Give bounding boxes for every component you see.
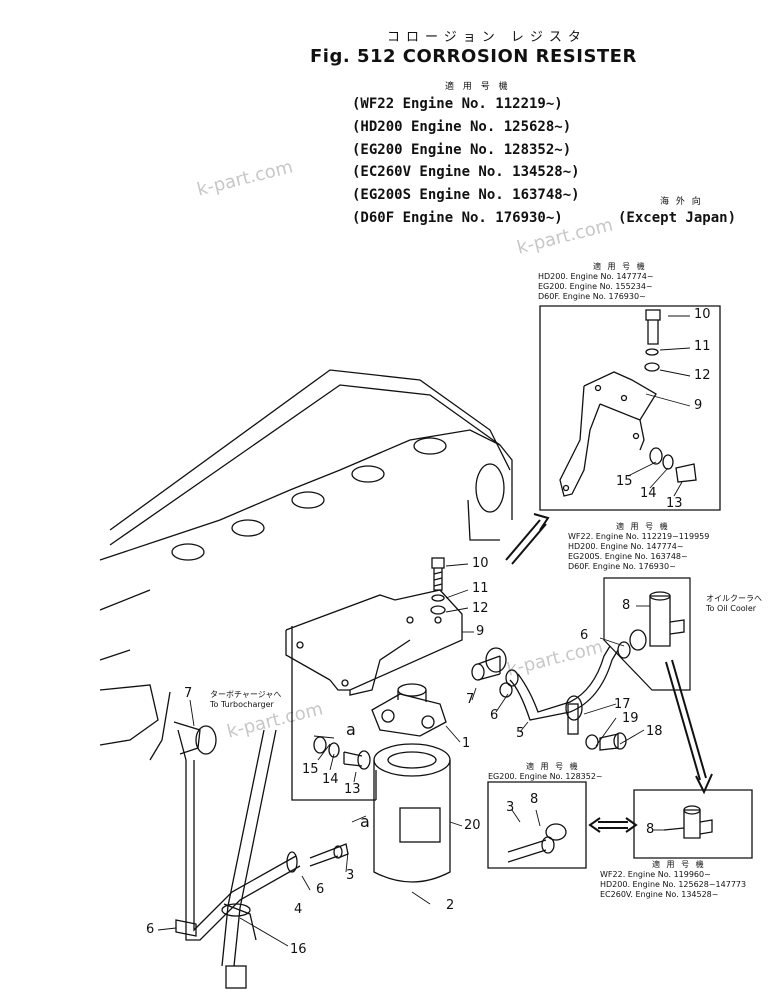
clamp-part-6 — [499, 682, 513, 698]
top-box-note: 適 用 号 機 HD200. Engine No. 147774~ EG200.… — [538, 262, 654, 301]
part-label-a: a — [360, 812, 370, 831]
part-label-11: 11 — [472, 581, 489, 596]
engine-edge — [149, 691, 171, 761]
washer-part-14 — [328, 742, 340, 758]
part-label-5: 5 — [516, 726, 525, 741]
except-japan-label: (Except Japan) — [618, 210, 737, 226]
washer-part-15 — [313, 736, 327, 754]
turbo-label: ターボチャージャへ To Turbocharger — [210, 690, 282, 709]
applicability-line: (EG200 Engine No. 128352~) — [352, 142, 572, 158]
part-label-9: 9 — [694, 398, 703, 413]
cylinder-head-hole — [231, 519, 265, 537]
oil-cooler-label: オイルクーラへ To Oil Cooler — [706, 594, 762, 613]
applicability-line: (EC260V Engine No. 134528~) — [352, 164, 580, 180]
bottom-mid-detail-box — [487, 781, 587, 869]
part-label-10: 10 — [694, 307, 711, 322]
applicability-line: (EG200S Engine No. 163748~) — [352, 187, 580, 203]
part-label-6: 6 — [490, 708, 499, 723]
washer-part-19 — [585, 734, 599, 750]
part-label-7: 7 — [184, 686, 193, 701]
turbo-pipe-part-4 — [185, 729, 301, 989]
part-label-6: 6 — [316, 882, 325, 897]
except-jp-label: 海 外 向 — [660, 197, 703, 207]
cylinder-head-hole — [351, 465, 385, 483]
part-label-12: 12 — [472, 601, 489, 616]
bottom-right-detail-box — [633, 789, 753, 859]
part-label-14: 14 — [322, 772, 339, 787]
part-label-14: 14 — [640, 486, 657, 501]
part-label-16: 16 — [290, 942, 307, 957]
applicability-line: (HD200 Engine No. 125628~) — [352, 119, 572, 135]
part-label-a: a — [346, 720, 356, 739]
part-label-7: 7 — [466, 692, 475, 707]
part-label-3: 3 — [506, 800, 515, 815]
part-label-20: 20 — [464, 818, 481, 833]
part-label-6: 6 — [580, 628, 589, 643]
part-label-6: 6 — [146, 922, 155, 937]
part-label-18: 18 — [646, 724, 663, 739]
washer-part-12 — [430, 605, 446, 615]
part-label-2: 2 — [446, 898, 455, 913]
leader-lines — [157, 315, 691, 947]
mid-right-detail-box — [603, 577, 691, 691]
main-assembly-box — [291, 626, 376, 801]
elbow-part-7-left — [173, 721, 217, 761]
cylinder-head-hole — [291, 491, 325, 509]
cylinder-head-hole — [171, 543, 205, 561]
bolt-part-13 — [343, 750, 371, 770]
part-label-19: 19 — [622, 711, 639, 726]
connector-arrows — [505, 513, 713, 833]
part-label-8: 8 — [646, 822, 655, 837]
cylinder-head-hole — [413, 437, 447, 455]
lock-washer-part-11 — [431, 594, 445, 602]
bottom-mid-note: 適 用 号 機 EG200. Engine No. 128352~ — [488, 762, 603, 781]
part-label-10: 10 — [472, 556, 489, 571]
part-label-9: 9 — [476, 624, 485, 639]
part-label-3: 3 — [346, 868, 355, 883]
bracket-part-9 — [285, 589, 463, 696]
applicability-jp-label: 適 用 号 機 — [445, 82, 511, 92]
engine-block — [99, 369, 513, 746]
top-right-detail-box — [539, 305, 721, 511]
clamp-part-16 — [221, 903, 257, 941]
part-label-17: 17 — [614, 697, 631, 712]
filter-element-part-2 — [373, 743, 451, 883]
cylinder-head-hole — [475, 463, 505, 513]
part-label-8: 8 — [530, 792, 539, 807]
japanese-title: コロージョン レジスタ — [387, 30, 587, 45]
part-label-13: 13 — [666, 496, 683, 511]
part-label-15: 15 — [302, 762, 319, 777]
filter-head-part-1 — [371, 683, 447, 737]
mid-box-note: 適 用 号 機 WF22. Engine No. 112219~119959 H… — [568, 522, 710, 571]
part-label-8: 8 — [622, 598, 631, 613]
part-label-13: 13 — [344, 782, 361, 797]
part-label-12: 12 — [694, 368, 711, 383]
fitting-part-3 — [309, 843, 349, 867]
part-label-11: 11 — [694, 339, 711, 354]
hose-part-5 — [505, 641, 631, 735]
figure-title: Fig. 512 CORROSION RESISTER — [310, 46, 637, 67]
part-label-15: 15 — [616, 474, 633, 489]
part-label-4: 4 — [294, 902, 303, 917]
part-label-1: 1 — [462, 736, 471, 751]
bolt-part-10 — [431, 557, 445, 591]
applicability-line: (D60F Engine No. 176930~) — [352, 210, 563, 226]
fitting-part-7 — [471, 647, 507, 681]
applicability-line: (WF22 Engine No. 112219~) — [352, 96, 563, 112]
bottom-right-note: 適 用 号 機 WF22. Engine No. 119960~ HD200. … — [600, 860, 747, 899]
